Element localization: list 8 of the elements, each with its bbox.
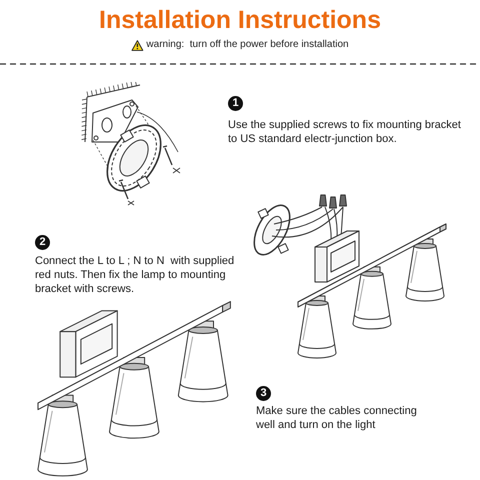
step-number: 2 [35,235,50,250]
step-instruction: Connect the L to L ; N to N with supplied red nuts. Then fix the lamp to mounting bracket with screws. [35,254,236,296]
step-number: 3 [256,386,271,401]
step-number: 1 [228,96,243,111]
warning-text: warning: turn off the power before installation [146,39,349,51]
title: Installation Instructions [99,5,381,35]
step-instruction: Use the supplied screws to fix mounting bracket to US standard electr-junction box. [228,118,462,146]
step-instruction: Make sure the cables connecting well and turn on the light [256,404,418,432]
